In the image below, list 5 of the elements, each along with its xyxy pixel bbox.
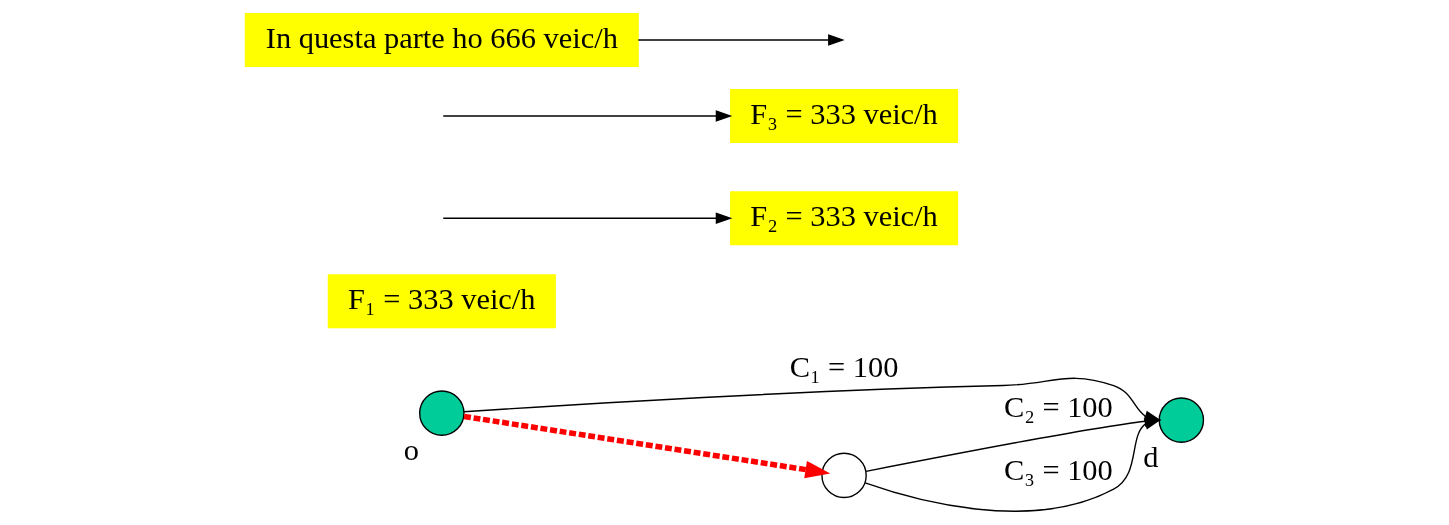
node-label: d <box>1143 439 1159 474</box>
edge-label: C₁ = 100 <box>789 349 899 384</box>
edge-label: C₂ = 100 <box>1003 389 1113 424</box>
node-label: o <box>403 432 420 467</box>
edge-label: C₃ = 100 <box>1003 453 1113 488</box>
